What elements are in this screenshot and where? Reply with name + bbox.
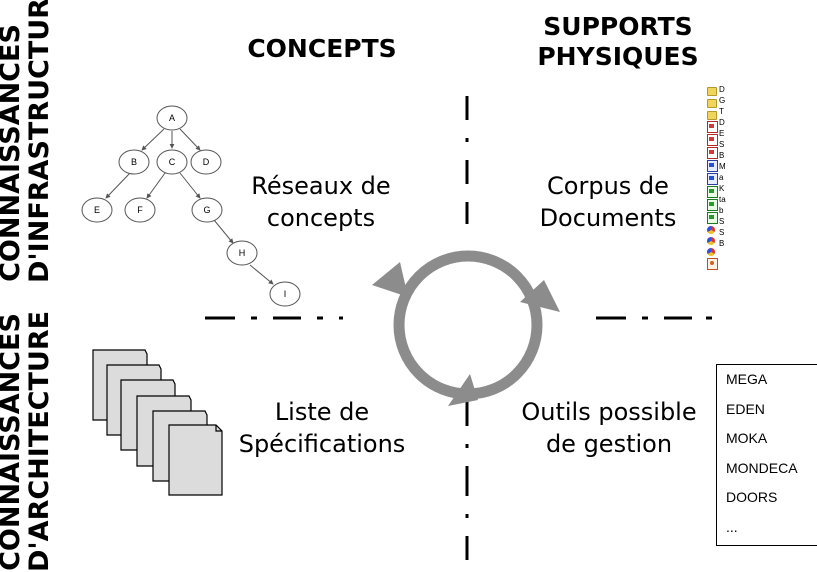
header-supports: SUPPORTS PHYSIQUES [513, 12, 723, 72]
document-file-name: ta [719, 195, 726, 204]
pdf-file-icon [707, 147, 718, 159]
tool-item: MONDECA [726, 459, 798, 476]
tree-node-b [118, 149, 150, 175]
document-file-name: S [719, 140, 725, 149]
concept-tree [105, 128, 274, 285]
tree-node-e [81, 197, 113, 223]
tool-item: EDEN [726, 400, 765, 417]
cycle-arrowhead-top-left [372, 262, 408, 297]
excel-file-icon [707, 186, 718, 198]
mega-file-icon [707, 225, 716, 235]
folder-icon [707, 87, 717, 96]
tree-node-h [226, 240, 258, 266]
word-file-icon [707, 173, 718, 185]
presentation-file-icon [707, 258, 718, 270]
document-file-name: M [719, 162, 726, 171]
document-file-name: G [719, 96, 726, 105]
tree-node-g [191, 197, 223, 223]
concept-tree-labels: A B C D E F G H I [94, 113, 286, 299]
pdf-file-icon [707, 121, 718, 133]
header-supports-line1: SUPPORTS [543, 12, 693, 41]
document-file-name: D [719, 85, 725, 94]
tools-list: MEGA EDEN MOKA MONDECA DOORS ... [716, 364, 817, 546]
document-file-name: T [719, 107, 724, 116]
folder-icon [707, 99, 717, 108]
header-supports-line2: PHYSIQUES [537, 42, 699, 71]
cycle-arrowhead-right [520, 280, 560, 312]
tree-label-g: G [203, 205, 210, 215]
document-file-name: D [719, 118, 725, 127]
word-file-icon [707, 160, 718, 172]
excel-file-icon [707, 212, 718, 224]
document-file-name: B [719, 151, 725, 160]
spec-page-6-fold [215, 425, 222, 432]
tree-label-c: C [169, 157, 176, 167]
document-file-name: b [719, 206, 724, 215]
quadrant-document-corpus: Corpus de Documents [508, 170, 708, 234]
tool-item: MEGA [726, 371, 768, 387]
spec-page-6 [168, 424, 223, 496]
document-file-name: a [719, 173, 724, 182]
specification-pages [92, 349, 223, 496]
quadrant-concept-network: Réseaux de concepts [226, 170, 416, 234]
cycle-arrowhead-bottom [448, 374, 478, 406]
tree-label-d: D [203, 157, 210, 167]
tree-label-a: A [169, 113, 175, 123]
document-file-name: B [719, 239, 725, 248]
tree-label-e: E [94, 205, 100, 215]
quadrant-spec-list: Liste de Spécifications [222, 396, 422, 460]
header-concepts-text: CONCEPTS [247, 34, 397, 63]
document-file-names: D G T D E S B M a K ta b S S B [719, 84, 726, 249]
tool-item: MOKA [726, 430, 768, 446]
tree-label-h: H [239, 248, 246, 258]
quadrant-concept-network-line1: Réseaux de [251, 172, 391, 200]
tree-label-f: F [137, 205, 143, 215]
tool-item: ... [726, 518, 738, 535]
quadrant-spec-list-line2: Spécifications [238, 430, 406, 458]
quadrant-tools-line1: Outils possible [521, 398, 697, 426]
tree-label-b: B [131, 157, 137, 167]
document-file-name: E [719, 129, 725, 138]
excel-file-icon [707, 199, 718, 211]
pdf-file-icon [707, 134, 718, 146]
tree-node-d [190, 149, 222, 175]
concept-tree-nodes [81, 105, 301, 307]
mega-file-icon [707, 247, 716, 257]
document-file-icons [707, 84, 719, 271]
document-file-name: S [719, 228, 725, 237]
quadrant-document-corpus-line1: Corpus de [547, 172, 669, 200]
quadrant-spec-list-line1: Liste de [274, 398, 370, 426]
mega-file-icon [707, 236, 716, 246]
quadrant-document-corpus-line2: Documents [539, 204, 677, 232]
folder-icon [707, 111, 717, 120]
header-concepts: CONCEPTS [222, 34, 422, 64]
quadrant-tools: Outils possible de gestion [507, 396, 711, 460]
tree-node-f [124, 197, 156, 223]
document-file-name: K [719, 184, 725, 193]
tree-node-c [156, 149, 188, 175]
tool-item: DOORS [726, 489, 778, 505]
tree-label-i: I [284, 289, 287, 299]
tree-node-a [156, 105, 188, 131]
tree-node-i [269, 281, 301, 307]
document-file-name: S [719, 217, 725, 226]
quadrant-concept-network-line2: concepts [266, 204, 376, 232]
quadrant-tools-line2: de gestion [545, 430, 673, 458]
cycle-arrow [372, 250, 560, 406]
